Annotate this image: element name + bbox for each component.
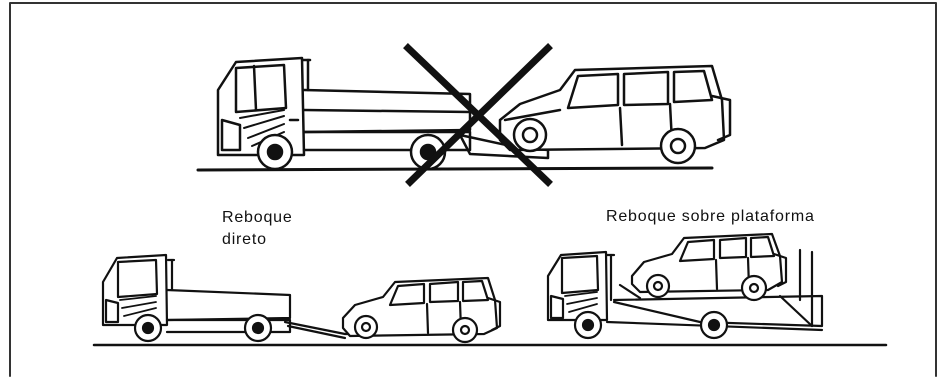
flatbed-tow-label: Reboque sobre plataforma: [606, 207, 815, 227]
direct-tow-label-line1: Reboque: [222, 208, 293, 228]
suv-top: [500, 66, 730, 163]
flatbed-tow-scene: [548, 234, 822, 338]
suv-on-flatbed: [632, 234, 786, 300]
suv-direct: [343, 278, 500, 342]
tow-truck-top: [218, 58, 548, 169]
incorrect-tow-scene: [198, 48, 730, 182]
tow-truck-direct: [103, 255, 352, 341]
direct-tow-label-line2: direto: [222, 230, 267, 250]
